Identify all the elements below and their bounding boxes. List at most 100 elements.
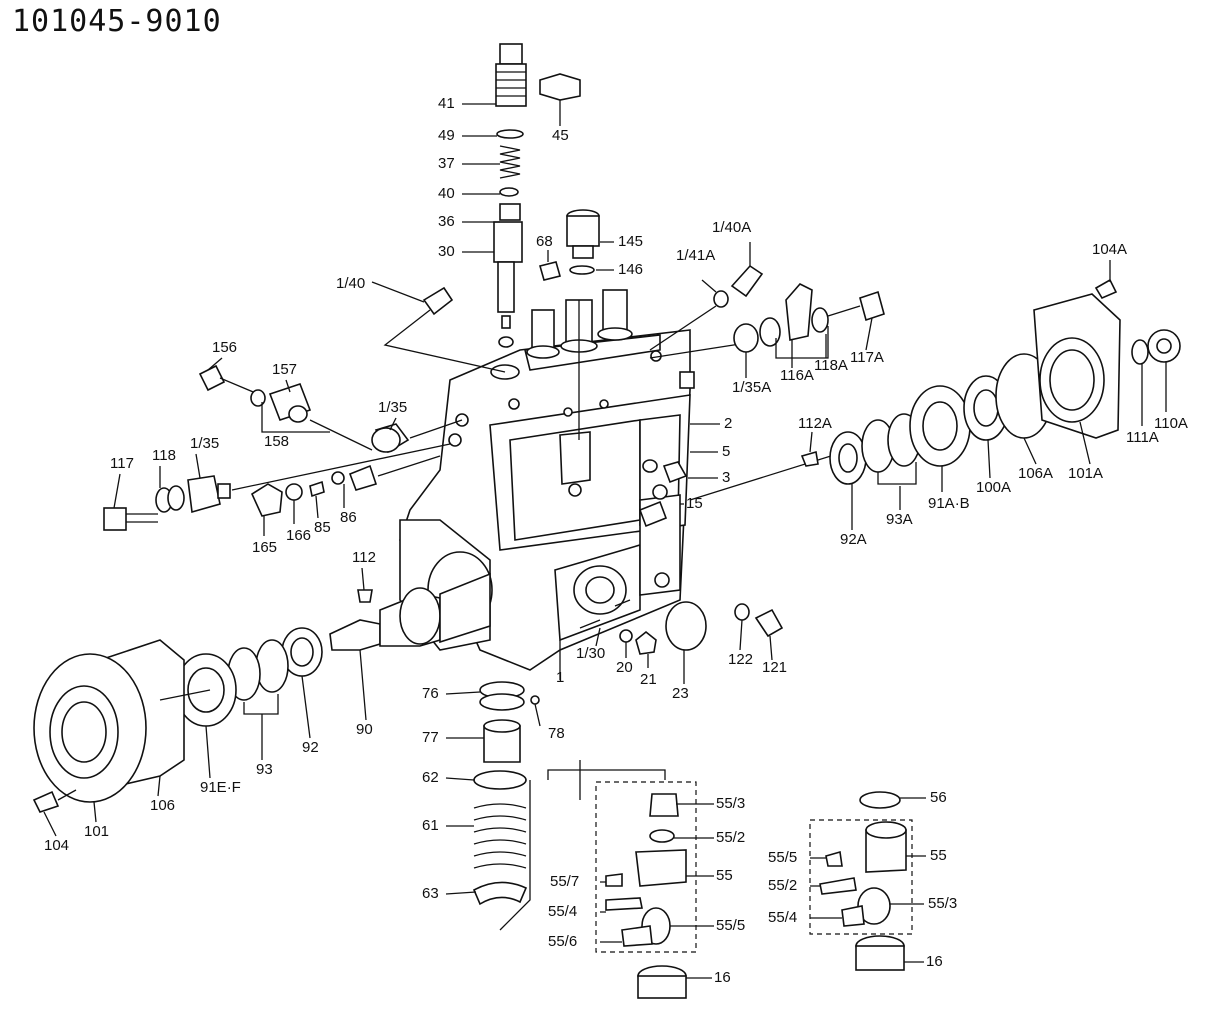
parts-117-118-1-35-lower bbox=[103, 443, 451, 531]
label-55-7: 55/7 bbox=[550, 873, 579, 890]
label-62: 62 bbox=[422, 769, 439, 786]
label-117: 117 bbox=[110, 455, 134, 472]
left-bearing-stack bbox=[32, 627, 323, 813]
label-16-left: 16 bbox=[714, 969, 731, 986]
label-101: 101 bbox=[84, 823, 109, 840]
label-78: 78 bbox=[548, 725, 565, 742]
label-16-right: 16 bbox=[926, 953, 943, 970]
label-3: 3 bbox=[722, 469, 730, 486]
label-118A: 118A bbox=[814, 357, 848, 374]
label-91E-F: 91E·F bbox=[200, 779, 241, 796]
leader-lines bbox=[43, 100, 1167, 979]
label-104: 104 bbox=[44, 837, 69, 854]
label-92A: 92A bbox=[840, 531, 867, 548]
label-146: 146 bbox=[618, 261, 643, 278]
label-112A: 112A bbox=[798, 415, 832, 432]
label-49: 49 bbox=[438, 127, 455, 144]
label-55-right: 55 bbox=[930, 847, 947, 864]
label-116A: 116A bbox=[780, 367, 814, 384]
label-55-left: 55 bbox=[716, 867, 733, 884]
label-157: 157 bbox=[272, 361, 297, 378]
label-122: 122 bbox=[728, 651, 753, 668]
parts-165-166-85-86 bbox=[250, 455, 441, 517]
part-112-key bbox=[357, 589, 373, 603]
label-106: 106 bbox=[150, 797, 175, 814]
label-37: 37 bbox=[438, 155, 455, 172]
label-110A: 110A bbox=[1154, 415, 1188, 432]
label-106A: 106A bbox=[1018, 465, 1053, 482]
label-63: 63 bbox=[422, 885, 439, 902]
label-111A: 111A bbox=[1126, 429, 1159, 446]
label-56: 56 bbox=[930, 789, 947, 806]
label-85: 85 bbox=[314, 519, 331, 536]
label-1-35-lower: 1/35 bbox=[190, 435, 219, 452]
label-165: 165 bbox=[252, 539, 277, 556]
label-1-40: 1/40 bbox=[336, 275, 365, 292]
label-100A: 100A bbox=[976, 479, 1011, 496]
label-1: 1 bbox=[556, 669, 564, 686]
part-labels: 41 45 49 37 40 36 30 68 145 146 1/41A 1/… bbox=[44, 95, 1188, 986]
label-55-3-left: 55/3 bbox=[716, 795, 745, 812]
label-1-41A: 1/41A bbox=[676, 247, 715, 264]
label-1-35A: 1/35A bbox=[732, 379, 771, 396]
label-68: 68 bbox=[536, 233, 553, 250]
part-68-screw bbox=[539, 261, 561, 281]
label-55-4-right: 55/4 bbox=[768, 909, 797, 926]
label-21: 21 bbox=[640, 671, 657, 688]
label-92: 92 bbox=[302, 739, 319, 756]
label-55-5-left: 55/5 bbox=[716, 917, 745, 934]
label-91A-B: 91A·B bbox=[928, 495, 970, 512]
label-158: 158 bbox=[264, 433, 289, 450]
parts-2-5-3-15 bbox=[638, 459, 688, 528]
right-bearing-stack bbox=[689, 278, 1181, 501]
label-45: 45 bbox=[552, 127, 569, 144]
label-61: 61 bbox=[422, 817, 439, 834]
label-55-6: 55/6 bbox=[548, 933, 577, 950]
label-20: 20 bbox=[616, 659, 633, 676]
parts-156-157-158 bbox=[198, 364, 330, 433]
element-55-assembly-left bbox=[595, 781, 697, 999]
label-101A: 101A bbox=[1068, 465, 1103, 482]
delivery-valve-stack bbox=[490, 43, 527, 380]
label-36: 36 bbox=[438, 213, 455, 230]
delivery-holders bbox=[526, 289, 633, 440]
label-15: 15 bbox=[686, 495, 703, 512]
label-55-4-left: 55/4 bbox=[548, 903, 577, 920]
label-145: 145 bbox=[618, 233, 643, 250]
label-117A: 117A bbox=[850, 349, 884, 366]
label-1-35-upper: 1/35 bbox=[378, 399, 407, 416]
label-40: 40 bbox=[438, 185, 455, 202]
label-1-40A: 1/40A bbox=[712, 219, 751, 236]
label-1-30: 1/30 bbox=[576, 645, 605, 662]
label-77: 77 bbox=[422, 729, 439, 746]
parts-116A-117A-118A bbox=[649, 283, 885, 359]
parts-1-40-fittings bbox=[383, 264, 764, 373]
part-number-title: 101045-9010 bbox=[12, 4, 222, 39]
label-5: 5 bbox=[722, 443, 730, 460]
label-23: 23 bbox=[672, 685, 689, 702]
label-41: 41 bbox=[438, 95, 455, 112]
label-90: 90 bbox=[356, 721, 373, 738]
label-118: 118 bbox=[152, 447, 176, 464]
part-45-clip bbox=[539, 73, 581, 101]
label-2: 2 bbox=[724, 415, 732, 432]
label-55-5-right: 55/5 bbox=[768, 849, 797, 866]
label-76: 76 bbox=[422, 685, 439, 702]
part-1-35-upper bbox=[309, 419, 463, 454]
label-55-2-left: 55/2 bbox=[716, 829, 745, 846]
label-55-3-right: 55/3 bbox=[928, 895, 957, 912]
label-121: 121 bbox=[762, 659, 787, 676]
label-93A: 93A bbox=[886, 511, 913, 528]
label-166: 166 bbox=[286, 527, 311, 544]
label-104A: 104A bbox=[1092, 241, 1127, 258]
label-86: 86 bbox=[340, 509, 357, 526]
label-112: 112 bbox=[352, 549, 376, 566]
part-145-valve-holder bbox=[566, 209, 600, 275]
label-93: 93 bbox=[256, 761, 273, 778]
plunger-spring-group bbox=[472, 681, 666, 931]
label-156: 156 bbox=[212, 339, 237, 356]
label-55-2-right: 55/2 bbox=[768, 877, 797, 894]
element-55-assembly-right bbox=[809, 791, 913, 971]
